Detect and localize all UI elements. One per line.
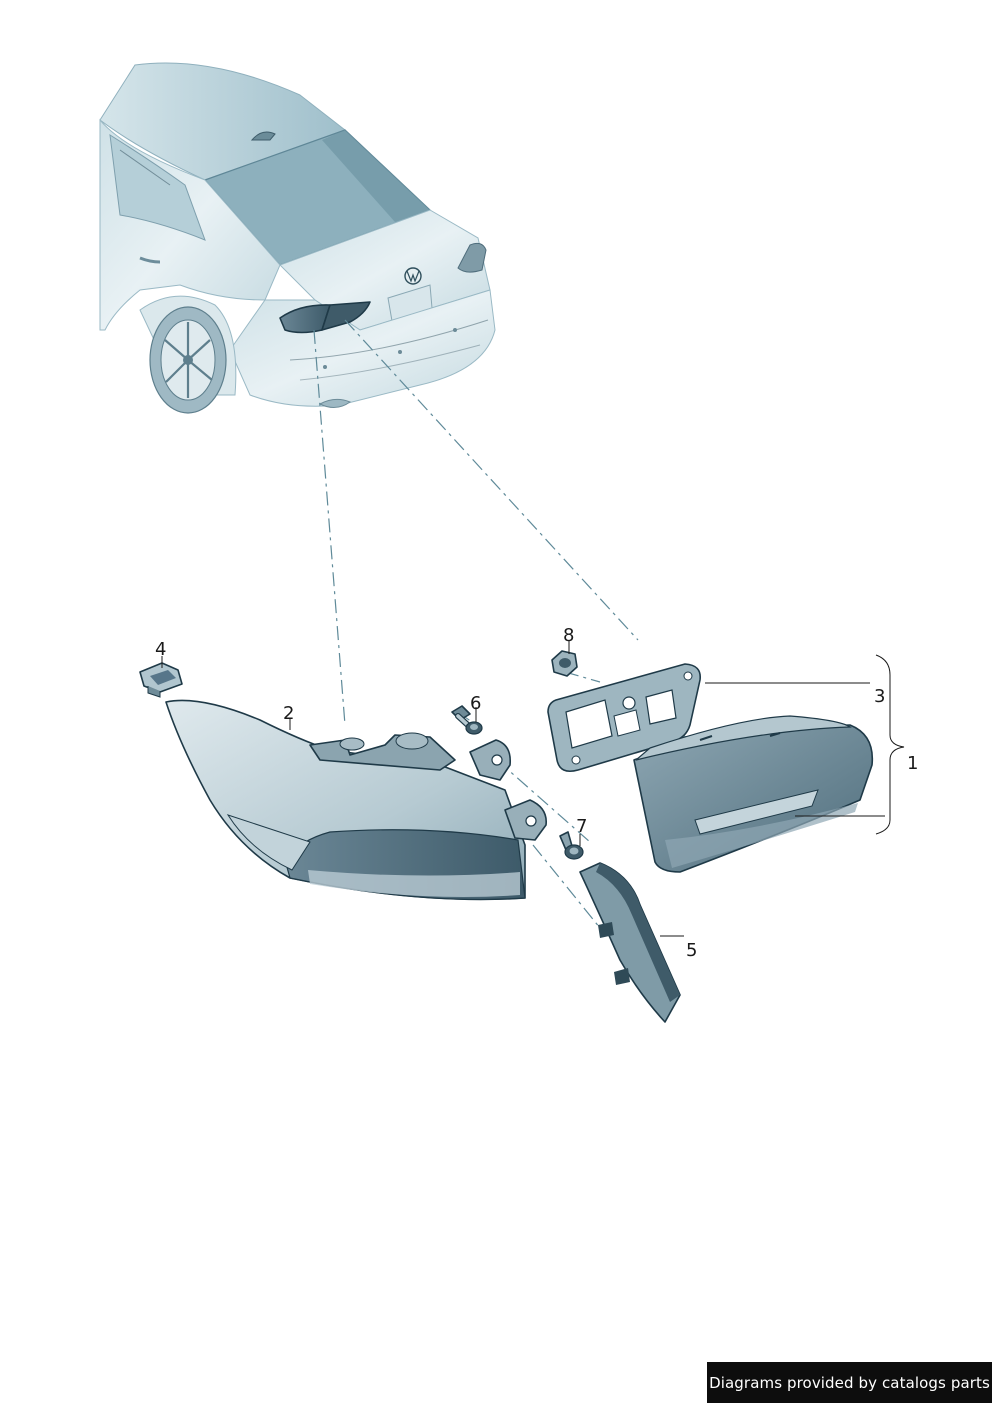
part-8-nut <box>551 650 578 677</box>
door-handle <box>139 256 161 264</box>
part-2-outer-tail-lamp <box>165 699 547 901</box>
part-1-inner-tail-lamp <box>633 715 874 873</box>
callout-labels: 1 2 3 4 5 6 7 8 <box>155 625 918 961</box>
part-6-screw <box>451 705 483 735</box>
exhaust-tip <box>318 398 352 408</box>
roof-antenna <box>250 131 276 141</box>
part-4-clip <box>139 662 183 698</box>
callout-7: 7 <box>576 816 587 837</box>
callout-3: 3 <box>874 686 885 707</box>
callout-leaders <box>161 641 905 937</box>
part-7-screw <box>559 831 584 860</box>
footer-credit: Diagrams provided by catalogs parts <box>707 1362 992 1403</box>
part-5-trim <box>579 862 681 1023</box>
car-roof <box>99 62 347 181</box>
callout-4: 4 <box>155 639 166 660</box>
side-window <box>109 134 206 241</box>
vehicle-rear-view <box>99 62 496 414</box>
callout-1: 1 <box>907 753 918 774</box>
callout-2: 2 <box>283 703 294 724</box>
callout-6: 6 <box>470 693 481 714</box>
car-tail-lamp-inner <box>321 301 371 331</box>
callout-5: 5 <box>686 940 697 961</box>
callout-8: 8 <box>563 625 574 646</box>
